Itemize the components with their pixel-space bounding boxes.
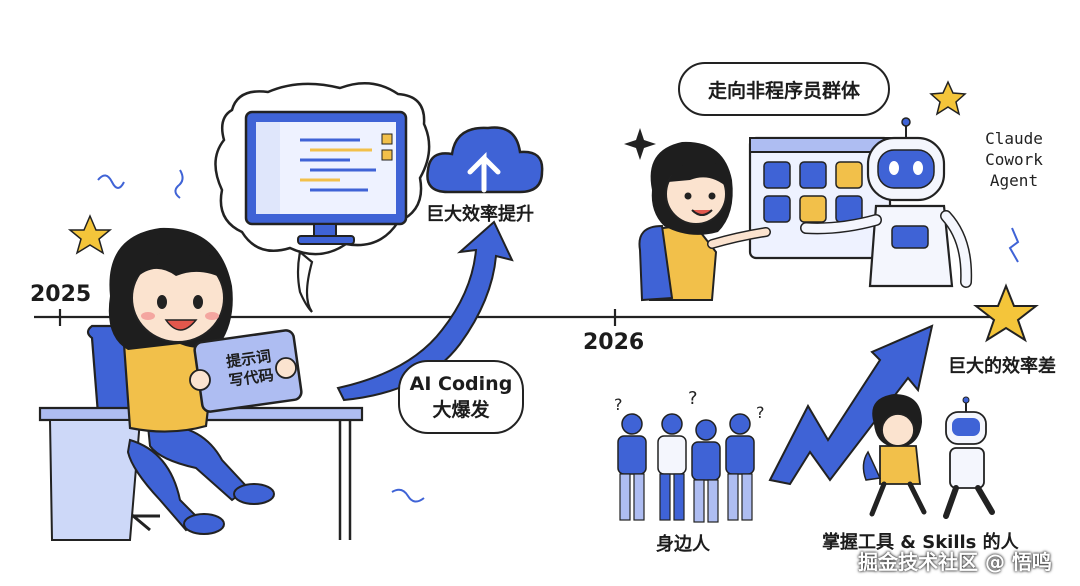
efficiency-gain-caption: 巨大效率提升 bbox=[426, 204, 534, 225]
people-around-illustration: ? ? ? bbox=[614, 388, 765, 523]
svg-text:?: ? bbox=[688, 388, 698, 409]
robot-name-line2: Cowork bbox=[985, 150, 1043, 169]
cloud-upload-icon bbox=[426, 126, 544, 194]
tool-masters-caption: 掌握工具 & Skills 的人 bbox=[822, 532, 1019, 553]
efficiency-gap-arrow-icon bbox=[768, 324, 934, 486]
year-2025-label: 2025 bbox=[30, 282, 92, 307]
robot-name-label: Claude Cowork Agent bbox=[958, 128, 1070, 191]
non-programmers-bubble-text: 走向非程序员群体 bbox=[707, 79, 860, 102]
people-around-caption: 身边人 bbox=[656, 534, 710, 555]
robot-name-line1: Claude bbox=[985, 129, 1043, 148]
star-icon bbox=[67, 214, 113, 255]
svg-text:?: ? bbox=[614, 395, 623, 414]
year-2026-label: 2026 bbox=[583, 330, 645, 355]
big-star-icon bbox=[973, 283, 1039, 343]
efficiency-gap-caption: 巨大的效率差 bbox=[948, 356, 1056, 377]
sparkle-icon bbox=[624, 128, 656, 160]
non-programmers-bubble: 走向非程序员群体 bbox=[678, 62, 890, 116]
squiggle-decoration bbox=[97, 169, 1020, 503]
monitor-icon bbox=[244, 110, 408, 245]
ai-coding-bubble-line1: AI Coding bbox=[409, 373, 513, 395]
running-girl-and-robot-illustration bbox=[862, 394, 995, 519]
girl-at-desk-illustration bbox=[38, 227, 364, 541]
ai-coding-bubble-line2: 大爆发 bbox=[432, 399, 490, 421]
girl-and-robot-illustration bbox=[638, 117, 973, 302]
watermark: 掘金技术社区 @ 悟鸣 bbox=[858, 550, 1052, 574]
robot-name-line3: Agent bbox=[989, 171, 1039, 190]
star-icon bbox=[929, 80, 967, 116]
svg-text:?: ? bbox=[756, 403, 765, 422]
ai-coding-bubble: AI Coding 大爆发 bbox=[398, 360, 524, 434]
